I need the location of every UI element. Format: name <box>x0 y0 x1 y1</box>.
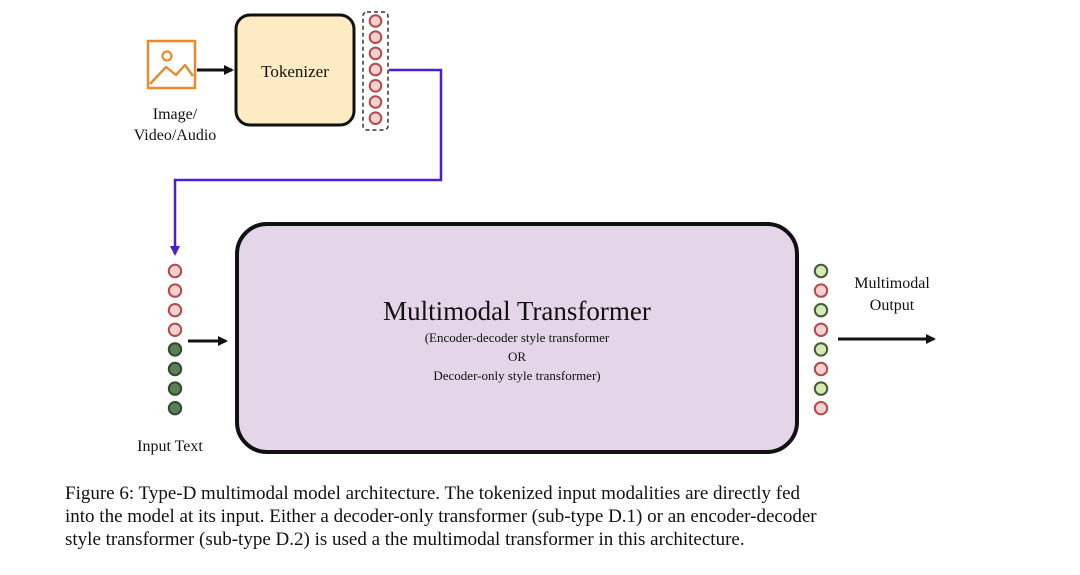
token-red <box>813 361 829 377</box>
transformer-title: Multimodal Transformer <box>383 296 651 326</box>
tokenizer-token-group <box>362 11 389 131</box>
output-token-column <box>813 263 829 416</box>
modality-label: Image/ Video/Audio <box>100 104 250 146</box>
token-red <box>368 62 383 77</box>
output-label-line1: Multimodal <box>854 275 930 292</box>
token-red <box>368 79 383 93</box>
modality-label-line1: Image/ <box>152 106 198 123</box>
transformer-subtitle-3: Decoder-only style transformer) <box>433 368 601 383</box>
token-connector-line <box>170 68 443 256</box>
diagram-canvas <box>146 11 936 454</box>
figure-caption: Figure 6: Type-D multimodal model archit… <box>65 482 1025 551</box>
token-red <box>167 322 183 337</box>
token-red <box>368 111 383 125</box>
token-red <box>167 263 183 279</box>
token-red <box>813 401 829 416</box>
token-dark-green <box>167 381 183 396</box>
token-dark-green <box>167 342 183 357</box>
token-red <box>368 95 383 109</box>
token-dark-green <box>167 401 183 416</box>
architecture-diagram: Tokenizer Image/ Video/Audio Multimodal … <box>100 11 952 455</box>
token-red <box>813 283 829 298</box>
token-red <box>167 283 183 298</box>
token-red <box>368 14 383 28</box>
modality-label-line2: Video/Audio <box>133 127 217 144</box>
token-red <box>813 322 829 337</box>
caption-line-2: into the model at its input. Either a de… <box>65 506 817 527</box>
output-label-line2: Output <box>869 297 915 314</box>
caption-line-3: style transformer (sub-type D.2) is used… <box>65 529 745 550</box>
token-red <box>368 30 383 45</box>
multimodal-transformer-box <box>235 222 799 454</box>
input-text-label: Input Text <box>137 438 203 455</box>
output-label: Multimodal Output <box>832 273 952 317</box>
image-icon <box>146 39 197 90</box>
token-light-green <box>813 263 829 279</box>
tokenizer-token-column <box>368 14 383 125</box>
transformer-subtitle-1: (Encoder-decoder style transformer <box>424 330 610 345</box>
caption-line-1: Figure 6: Type-D multimodal model archit… <box>65 483 801 504</box>
token-light-green <box>813 381 829 396</box>
token-dark-green <box>167 361 183 377</box>
tokenizer-box <box>234 13 356 127</box>
token-light-green <box>813 342 829 357</box>
token-light-green <box>813 303 829 318</box>
input-token-column <box>167 263 183 416</box>
transformer-subtitle-2: OR <box>507 349 527 364</box>
token-red <box>167 303 183 318</box>
tokenizer-label: Tokenizer <box>261 62 329 81</box>
token-red <box>368 46 383 61</box>
